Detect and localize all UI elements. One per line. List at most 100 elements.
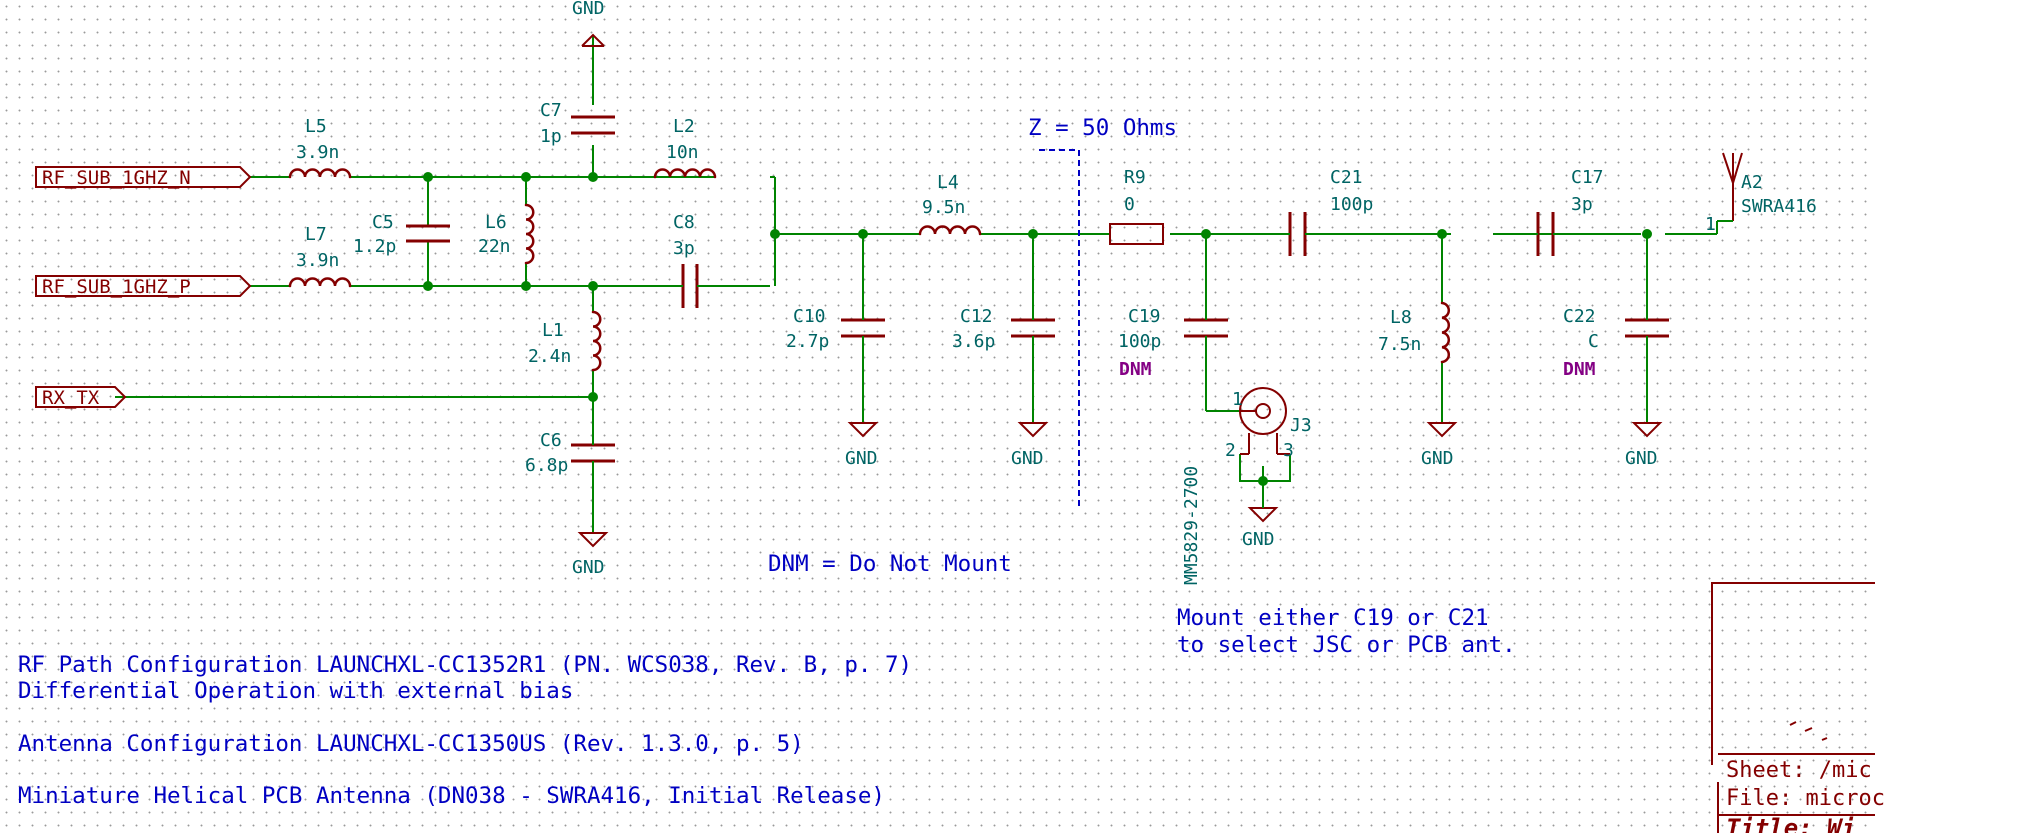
value-label: 6.8p	[525, 455, 568, 476]
value-label: 2.4n	[528, 346, 571, 367]
sheet-label: Sheet: /mic	[1726, 758, 1872, 783]
page-margin	[1875, 0, 2043, 833]
junction-dot	[588, 172, 598, 182]
junction-dot	[1201, 229, 1211, 239]
mount-note-line-2: to select JSC or PCB ant.	[1177, 632, 1516, 658]
value-label: 1p	[540, 126, 562, 147]
dnm-label: DNM	[1563, 359, 1596, 380]
label-text: RF_SUB_1GHZ_N	[42, 167, 191, 189]
label-rx-tx[interactable]: RX_TX	[35, 386, 127, 409]
wires	[115, 35, 1718, 533]
capacitor-c8[interactable]: C8 3p	[673, 212, 705, 308]
resistor-r9[interactable]: R9 0	[1109, 167, 1164, 245]
ref-label: L1	[542, 320, 564, 341]
gnd-symbol-c10[interactable]: GND	[845, 352, 879, 469]
junction-dot	[770, 229, 780, 239]
ref-label: C22	[1563, 306, 1596, 327]
ref-label: C8	[673, 212, 695, 233]
value-label: 7.5n	[1378, 334, 1421, 355]
inductor-l7[interactable]: L7 3.9n	[288, 224, 352, 288]
inductor-l1[interactable]: L1 2.4n	[528, 310, 602, 372]
capacitor-c17[interactable]: C17 3p	[1493, 167, 1641, 256]
gnd-symbol-c6[interactable]: GND	[572, 484, 609, 578]
connector-j3[interactable]: J3 1 2 3 MM5829-2700	[1181, 387, 1312, 585]
impedance-note: Z = 50 Ohms	[1028, 115, 1177, 141]
ref-label: A2	[1741, 172, 1763, 193]
junctions	[423, 172, 1652, 486]
inductor-l4[interactable]: L4 9.5n	[918, 172, 982, 236]
capacitor-c21[interactable]: C21 100p	[1263, 167, 1373, 256]
value-label: 3.9n	[296, 142, 339, 163]
ref-label: L6	[485, 212, 507, 233]
inductor-l2[interactable]: L2 10n	[653, 116, 717, 179]
gnd-label: GND	[845, 448, 878, 469]
ref-label: C17	[1571, 167, 1604, 188]
grid-dots	[0, 0, 1875, 833]
pin-number: 3	[1283, 440, 1294, 461]
ref-label: C5	[372, 212, 394, 233]
label-rf-sub-1ghz-n[interactable]: RF_SUB_1GHZ_N	[35, 166, 252, 189]
ref-label: C6	[540, 430, 562, 451]
value-label: 2.7p	[786, 331, 829, 352]
gnd-label: GND	[1242, 529, 1275, 550]
pin-number: 2	[1225, 440, 1236, 461]
junction-dot	[1437, 229, 1447, 239]
ref-label: C21	[1330, 167, 1363, 188]
value-label: C	[1588, 331, 1599, 352]
ref-label: C19	[1128, 306, 1161, 327]
gnd-label: GND	[572, 0, 605, 19]
inductor-l5[interactable]: L5 3.9n	[288, 116, 352, 179]
junction-dot	[1028, 229, 1038, 239]
dnm-legend: DNM = Do Not Mount	[768, 551, 1012, 577]
capacitor-c22[interactable]: C22 C DNM	[1563, 306, 1669, 380]
label-text: RF_SUB_1GHZ_P	[42, 276, 191, 298]
file-label: File: microc	[1726, 786, 1885, 811]
inductor-l8[interactable]: L8 7.5n	[1378, 301, 1451, 364]
value-label: 3.6p	[952, 331, 995, 352]
junction-dot	[521, 172, 531, 182]
antenna-a2[interactable]: A2 SWRA416 1	[1705, 152, 1817, 235]
capacitor-c6[interactable]: C6 6.8p	[525, 430, 615, 484]
gnd-symbol-top[interactable]: GND	[572, 0, 605, 58]
title-block[interactable]: Sheet: /mic File: microc Title: Wi	[1711, 582, 1885, 833]
gnd-symbol-l8[interactable]: GND	[1421, 422, 1458, 469]
value-label: 3.9n	[296, 250, 339, 271]
value-label: 9.5n	[922, 197, 965, 218]
value-label: 22n	[478, 236, 511, 257]
rf-path-note: RF Path Configuration LAUNCHXL-CC1352R1 …	[18, 652, 912, 678]
capacitor-c19[interactable]: C19 100p DNM	[1118, 306, 1228, 380]
label-rf-sub-1ghz-p[interactable]: RF_SUB_1GHZ_P	[35, 275, 252, 298]
junction-dot	[521, 281, 531, 291]
ref-label: J3	[1290, 415, 1312, 436]
capacitor-c10[interactable]: C10 2.7p	[786, 306, 885, 352]
gnd-symbol-j3[interactable]: GND	[1242, 483, 1279, 550]
title-label: Title: Wi	[1726, 814, 1856, 833]
rf-path-subnote: Differential Operation with external bia…	[18, 678, 573, 704]
ref-label: C10	[793, 306, 826, 327]
capacitor-c5[interactable]: C5 1.2p	[353, 212, 450, 257]
value-label: 3p	[1571, 194, 1593, 215]
junction-dot	[423, 281, 433, 291]
ref-label: L5	[305, 116, 327, 137]
junction-dot	[588, 392, 598, 402]
ref-label: C12	[960, 306, 993, 327]
value-label: 1.2p	[353, 236, 396, 257]
capacitor-c12[interactable]: C12 3.6p	[952, 306, 1055, 352]
capacitor-c7[interactable]: C7 1p	[540, 100, 615, 147]
gnd-label: GND	[1421, 448, 1454, 469]
label-text: RX_TX	[42, 387, 100, 409]
gnd-symbol-c22[interactable]: GND	[1625, 422, 1663, 469]
gnd-label: GND	[1011, 448, 1044, 469]
gnd-label: GND	[572, 557, 605, 578]
dnm-label: DNM	[1119, 359, 1152, 380]
mount-note-line-1: Mount either C19 or C21	[1177, 605, 1489, 631]
ref-label: L4	[937, 172, 959, 193]
pin-number: 1	[1705, 214, 1716, 235]
inductor-l6[interactable]: L6 22n	[478, 203, 535, 265]
impedance-marker: Z = 50 Ohms	[1028, 115, 1177, 507]
gnd-symbol-c12[interactable]: GND	[1011, 422, 1049, 469]
junction-dot	[1258, 476, 1268, 486]
ref-label: C7	[540, 100, 562, 121]
